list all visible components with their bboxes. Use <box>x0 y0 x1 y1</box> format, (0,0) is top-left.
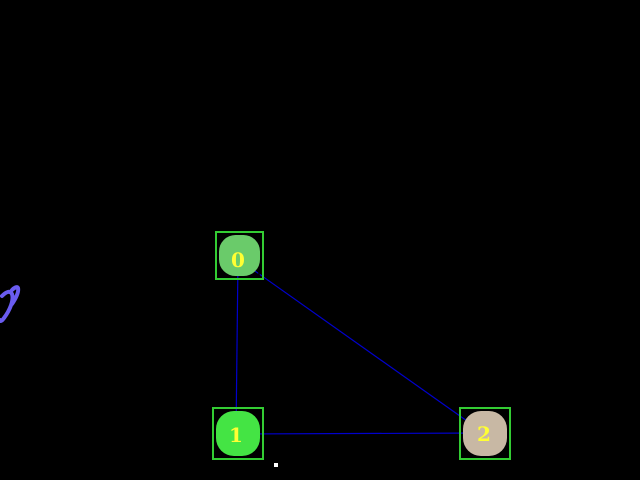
node-2[interactable]: 2 <box>459 407 511 460</box>
node-label: 0 <box>231 248 245 272</box>
node-corner-mark <box>253 449 260 456</box>
node-0[interactable]: 0 <box>215 231 264 280</box>
node-1[interactable]: 1 <box>212 407 264 460</box>
node-fill <box>216 411 260 456</box>
node-selection-box <box>215 231 264 280</box>
edge-0-2 <box>237 258 485 434</box>
node-corner-mark <box>463 449 470 456</box>
edge-1-2 <box>235 432 485 435</box>
node-selection-box <box>459 407 511 460</box>
scribble-icon <box>0 285 21 323</box>
node-label: 1 <box>229 423 243 447</box>
graph-nodes[interactable]: 0 1 2 <box>212 231 511 460</box>
graph-edges <box>235 258 485 435</box>
node-corner-mark <box>500 449 507 456</box>
node-selection-box <box>212 407 264 460</box>
cursor-dot-icon <box>274 463 278 467</box>
node-corner-mark <box>219 269 226 276</box>
node-fill <box>219 235 260 276</box>
node-label: 2 <box>477 422 491 446</box>
node-fill <box>463 411 507 456</box>
node-corner-mark <box>253 269 260 276</box>
node-corner-mark <box>216 449 223 456</box>
edge-0-1 <box>235 258 239 435</box>
